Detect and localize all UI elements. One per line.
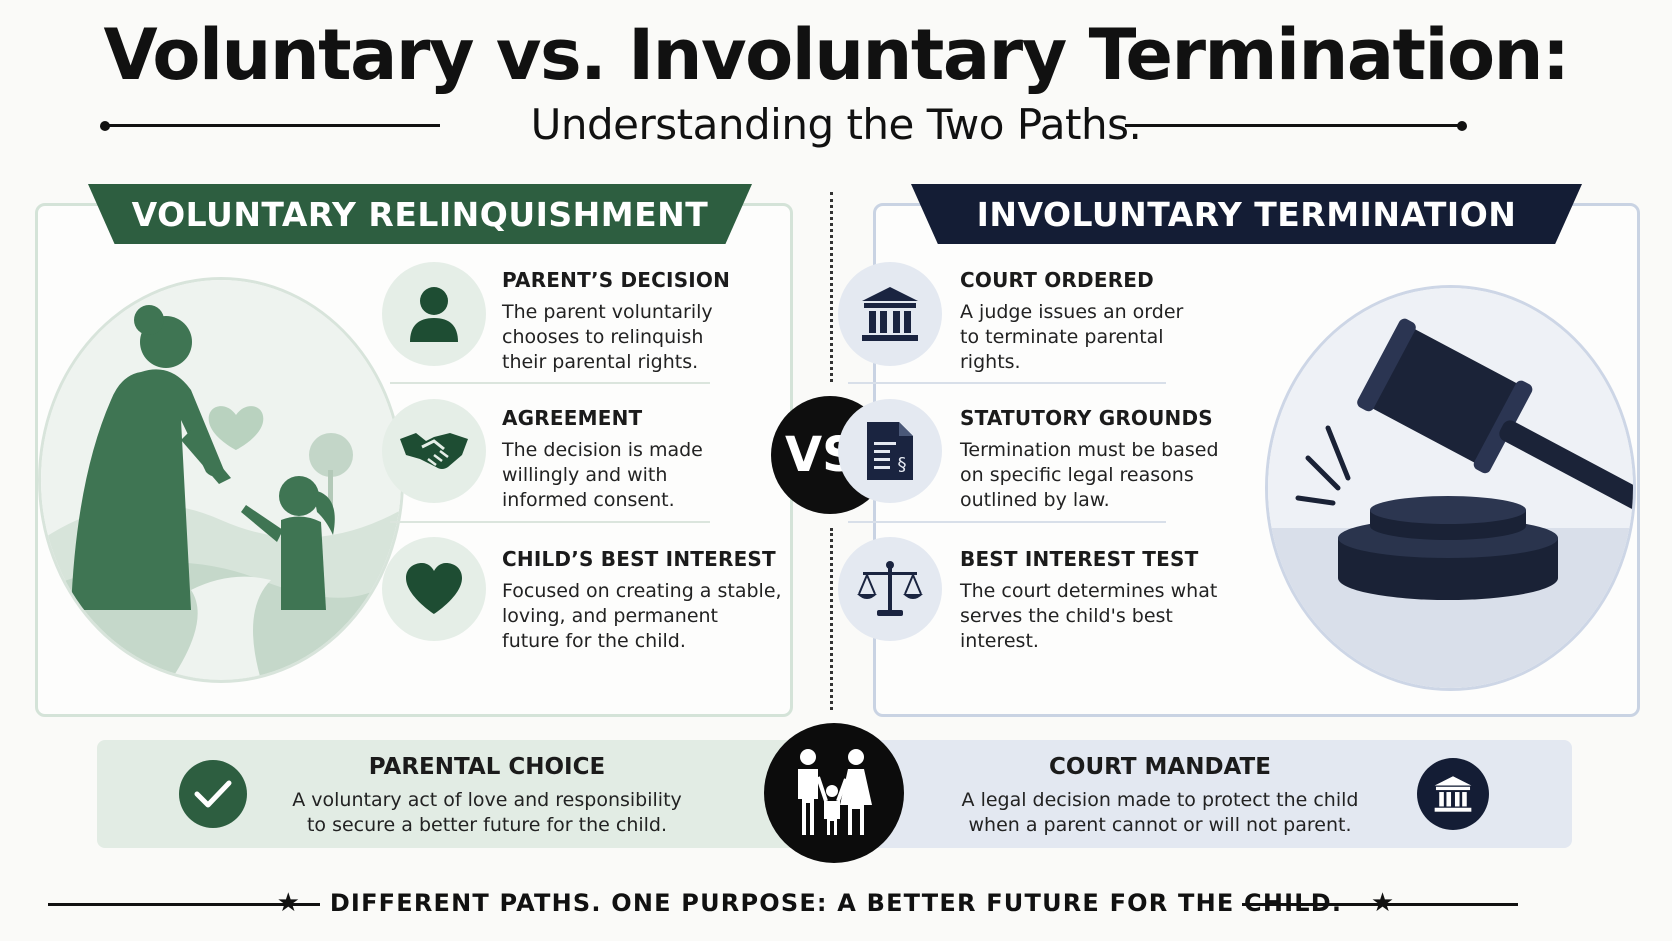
parental-choice-title: PARENTAL CHOICE (368, 754, 606, 780)
footer-tagline: ★ DIFFERENT PATHS. ONE PURPOSE: A BETTER… (0, 888, 1672, 918)
page-title: Voluntary vs. Involuntary Termination: (103, 14, 1570, 96)
scales-icon (838, 537, 942, 641)
divider (390, 382, 710, 384)
courthouse-icon (1417, 758, 1489, 830)
center-divider-bottom (830, 528, 833, 710)
center-divider-top (830, 192, 833, 382)
family-icon (764, 723, 904, 863)
item-title-childs-best-interest: CHILD’S BEST INTEREST (502, 547, 776, 571)
item-title-agreement: AGREEMENT (502, 406, 643, 430)
divider (390, 521, 710, 523)
item-title-parents-decision: PARENT’S DECISION (502, 268, 731, 292)
item-title-court-ordered: COURT ORDERED (960, 268, 1154, 292)
court-mandate-band: COURT MANDATE A legal decision made to p… (860, 740, 1572, 848)
voluntary-banner: VOLUNTARY RELINQUISHMENT (88, 184, 752, 244)
divider (848, 521, 1166, 523)
person-icon (382, 262, 486, 366)
svg-text:§: § (898, 454, 907, 475)
page-subtitle: Understanding the Two Paths. (530, 100, 1142, 149)
heart-icon (382, 537, 486, 641)
subtitle-rule-right (1125, 124, 1462, 127)
parental-choice-band: PARENTAL CHOICE A voluntary act of love … (97, 740, 797, 848)
gavel-icon (1265, 285, 1636, 691)
courthouse-icon (838, 262, 942, 366)
legal-document-icon: § (838, 399, 942, 503)
footer-rule-right (1242, 903, 1518, 906)
handshake-icon (382, 399, 486, 503)
footer-rule-left (48, 903, 320, 906)
parent-child-hands-icon (38, 277, 404, 683)
subtitle-rule-dot-right (1457, 121, 1467, 131)
footer-text: DIFFERENT PATHS. ONE PURPOSE: A BETTER F… (329, 889, 1343, 917)
divider (848, 382, 1166, 384)
item-title-best-interest-test: BEST INTEREST TEST (960, 547, 1199, 571)
subtitle-rule-left (105, 124, 440, 127)
involuntary-banner: INVOLUNTARY TERMINATION (911, 184, 1582, 244)
star-icon: ★ (276, 888, 302, 918)
court-mandate-title: COURT MANDATE (1049, 754, 1271, 780)
check-icon (179, 760, 247, 828)
parental-choice-text: A voluntary act of love and responsibili… (292, 789, 682, 836)
court-mandate-text: A legal decision made to protect the chi… (961, 789, 1359, 836)
item-text-childs-best-interest: Focused on creating a stable,loving, and… (502, 580, 782, 652)
item-title-statutory-grounds: STATUTORY GROUNDS (960, 406, 1213, 430)
